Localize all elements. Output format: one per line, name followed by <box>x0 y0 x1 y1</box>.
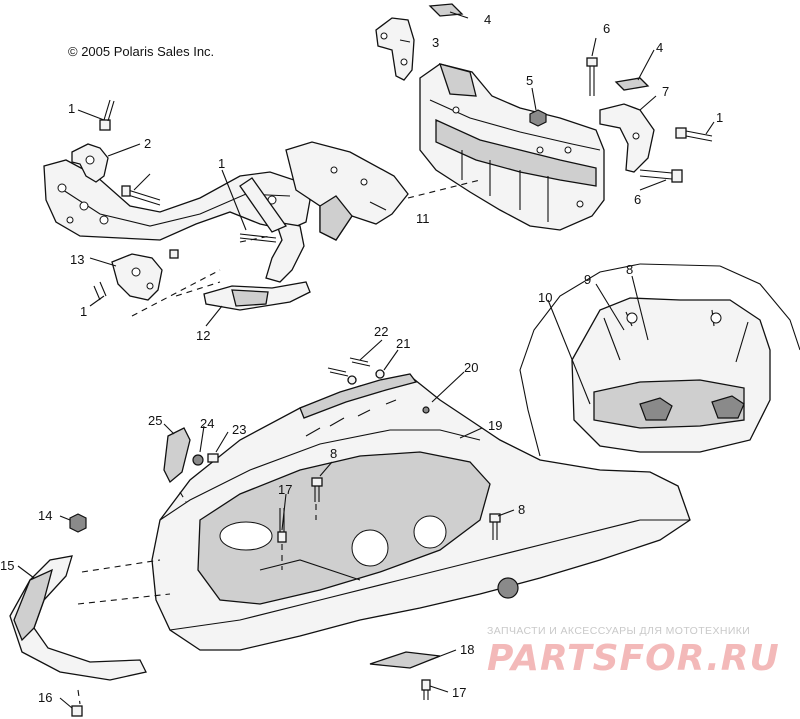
part-23-screw <box>207 453 219 463</box>
callout-11: 11 <box>416 211 430 226</box>
callout-22: 22 <box>374 324 388 339</box>
part-3-bracket <box>375 17 415 81</box>
part-8-bolt-center <box>311 477 323 502</box>
part-18-pad <box>369 651 441 669</box>
part-2-bracket <box>71 143 109 183</box>
part-22-screws <box>327 357 371 377</box>
callout-23: 23 <box>232 422 246 437</box>
callout-25: 25 <box>148 413 162 428</box>
rear-crossmember <box>419 63 605 231</box>
part-1-bolts-lower-left <box>93 249 179 301</box>
callout-1-center: 1 <box>218 156 225 171</box>
part-5-nut <box>529 109 547 127</box>
callout-21: 21 <box>396 336 410 351</box>
callout-6-bottom: 6 <box>634 192 641 207</box>
callout-4-top: 4 <box>484 12 491 27</box>
callout-1-lower-left: 1 <box>80 304 87 319</box>
callout-2: 2 <box>144 136 151 151</box>
part-13-bracket <box>111 253 163 301</box>
callout-17-upper: 17 <box>278 482 292 497</box>
callout-5: 5 <box>526 73 533 88</box>
front-frame <box>43 159 311 283</box>
part-12-foot <box>203 281 311 311</box>
part-15-bumper <box>9 555 147 681</box>
callout-20: 20 <box>464 360 478 375</box>
callout-17-lower: 17 <box>452 685 466 700</box>
callout-8-right: 8 <box>518 502 525 517</box>
callout-1-right: 1 <box>716 110 723 125</box>
part-1-bolt-upper-left <box>99 99 115 131</box>
part-17-fastener-upper <box>277 508 287 543</box>
callout-10: 10 <box>538 290 552 305</box>
callout-12: 12 <box>196 328 210 343</box>
part-25-pad <box>163 427 191 484</box>
callout-1-upper-left: 1 <box>68 101 75 116</box>
part-20-clip <box>422 406 430 414</box>
part-17-fastener-lower <box>421 679 431 700</box>
part-24-washer <box>192 454 204 466</box>
callout-6-top: 6 <box>603 21 610 36</box>
callout-15: 15 <box>0 558 14 573</box>
callout-8-center: 8 <box>330 446 337 461</box>
callout-16: 16 <box>38 690 52 705</box>
callout-3: 3 <box>432 35 439 50</box>
callout-19: 19 <box>488 418 502 433</box>
part-8-bolt-right <box>489 513 501 540</box>
watermark-logo: PARTSFOR.RU <box>487 638 780 679</box>
callout-7: 7 <box>662 84 669 99</box>
part-16-bolt <box>71 705 83 717</box>
part-4-pad-right <box>614 77 650 91</box>
callout-4-right: 4 <box>656 40 663 55</box>
part-19-trim <box>299 373 418 437</box>
part-6-bolt-top <box>586 57 598 96</box>
copyright-notice: © 2005 Polaris Sales Inc. <box>68 44 215 59</box>
callout-24: 24 <box>200 416 214 431</box>
inset-view <box>519 263 800 457</box>
part-1-bolt-frame <box>121 185 161 206</box>
nose-pan <box>151 375 691 651</box>
leader-lines <box>17 11 715 709</box>
callout-8-inset: 8 <box>626 262 633 277</box>
callout-9: 9 <box>584 272 591 287</box>
part-1-bolt-center <box>239 233 277 243</box>
part-1-bolt-right <box>675 127 713 142</box>
callout-13: 13 <box>70 252 84 267</box>
part-6-bolt-bottom <box>639 169 683 183</box>
part-7-bracket <box>599 103 655 173</box>
watermark-tagline: ЗАПЧАСТИ И АКСЕССУАРЫ ДЛЯ МОТОТЕХНИКИ <box>487 625 751 637</box>
part-11-bracket <box>285 141 409 241</box>
part-14-nut <box>69 513 87 533</box>
callout-18: 18 <box>460 642 474 657</box>
callout-labels: 1 2 3 4 4 5 6 7 1 6 1 11 13 1 12 10 9 8 … <box>0 12 723 705</box>
callout-14: 14 <box>38 508 52 523</box>
part-21-washers <box>347 369 385 385</box>
